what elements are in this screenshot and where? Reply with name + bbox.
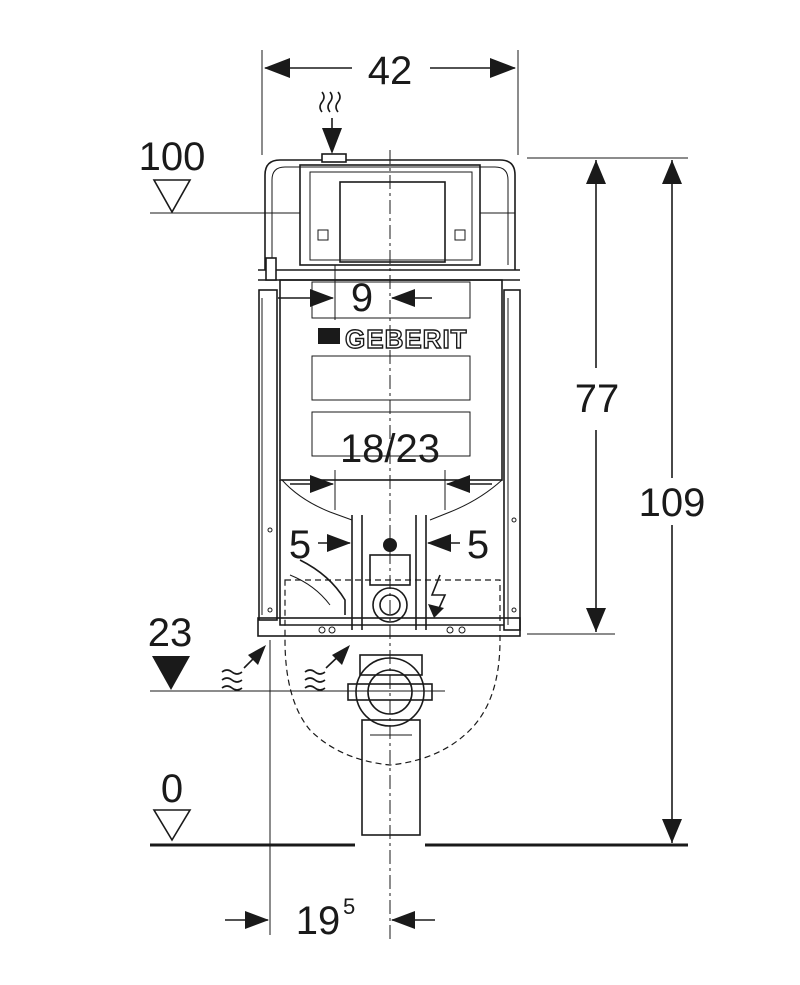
dimension-label-18-23: 18/23: [340, 427, 440, 471]
dimension-label-9: 9: [351, 276, 373, 320]
dimension-label-109: 109: [639, 481, 706, 525]
level-marker-100: 100: [139, 135, 265, 214]
water-supply-icon: [319, 91, 342, 154]
dimension-9: 9: [278, 265, 432, 320]
dimension-label-19-5-sup: 5: [343, 894, 355, 919]
water-inlet-icon-right: [304, 645, 350, 691]
dimension-label-77: 77: [575, 377, 620, 421]
dimension-19-5: 19 5: [225, 640, 435, 943]
drain-assembly: [289, 515, 447, 836]
level-label-0: 0: [161, 767, 183, 811]
cistern: [264, 153, 516, 270]
wc-pan-outline: [284, 579, 501, 766]
dimension-label-19-5: 19: [296, 899, 341, 943]
brand-logo: GEBERIT: [345, 324, 468, 354]
dimension-5-left: 5: [289, 523, 351, 567]
level-label-100: 100: [139, 135, 206, 179]
level-label-23: 23: [148, 611, 193, 655]
dimension-109: 109: [615, 157, 706, 843]
dimension-label-width: 42: [368, 49, 413, 93]
dimension-label-5-right: 5: [467, 523, 489, 567]
level-marker-23: 23: [148, 611, 445, 692]
level-marker-0: 0: [150, 767, 688, 847]
dimension-5-right: 5: [427, 523, 489, 567]
installation-frame: GEBERIT: [257, 257, 521, 637]
dimension-18-23: 18/23: [290, 427, 492, 510]
dimension-77: 77: [527, 157, 620, 635]
dimension-label-5-left: 5: [289, 523, 311, 567]
dimension-width-top: 42: [261, 49, 519, 155]
water-inlet-icon-left: [221, 645, 266, 691]
